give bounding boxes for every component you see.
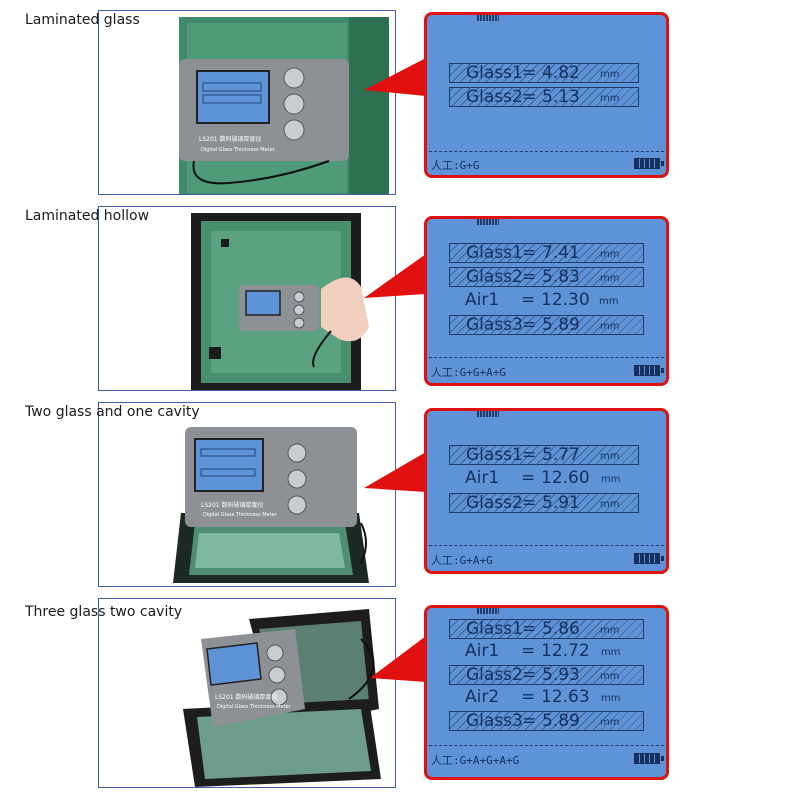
lcd-mode-text: 人工:G+G <box>431 159 480 172</box>
lcd-signal-bar <box>477 15 499 21</box>
device-subtext: Digital Glass Thickness Meter <box>201 147 276 153</box>
device-brand-text: LS201 数码玻璃厚度仪 <box>199 135 262 143</box>
product-photo: LS201 数码玻璃厚度仪 Digital Glass Thickness Me… <box>98 10 396 195</box>
measure-button <box>266 644 284 662</box>
battery-icon <box>634 753 664 764</box>
device-subtext: Digital Glass Thickness Meter <box>217 704 292 710</box>
device-subtext: Digital Glass Thickness Meter <box>203 512 278 518</box>
device-screen <box>196 70 270 124</box>
section-laminated-glass: Laminated glass LS201 数码玻璃厚度仪 Digital Gl… <box>0 0 800 195</box>
measure-button <box>287 443 307 463</box>
device-screen <box>194 438 264 492</box>
lcd-row: Glass3 = 5.89 mm <box>449 711 644 731</box>
lcd-row: Glass2 = 5.13 mm <box>449 87 639 107</box>
switch-button <box>293 304 305 316</box>
lcd-divider <box>429 357 664 359</box>
section-laminated-hollow: Laminated hollow Glass1 = 7.41 mm Gl <box>0 196 800 391</box>
lcd-row: Glass1 = 5.86 mm <box>449 619 644 639</box>
lcd-divider <box>429 545 664 547</box>
section-three-glass-two-cavity: Three glass two cavity LS201 数码玻璃厚度仪 Dig… <box>0 588 800 800</box>
device-strap <box>192 160 330 185</box>
lcd-screen-zoom: Glass1 = 7.41 mm Glass2 = 5.83 mm Air1 =… <box>424 216 669 386</box>
lcd-row: Glass3 = 5.89 mm <box>449 315 644 335</box>
section-label: Two glass and one cavity <box>25 404 200 420</box>
measure-button <box>293 291 305 303</box>
photo-illustration: LS201 数码玻璃厚度仪 Digital Glass Thickness Me… <box>173 427 369 583</box>
product-photo <box>98 206 396 391</box>
lcd-row: Air2 = 12.63 mm <box>465 687 621 707</box>
device-screen <box>206 642 262 686</box>
lcd-signal-bar <box>477 608 499 614</box>
lcd-row: Air1 = 12.30 mm <box>465 290 619 310</box>
lcd-screen-zoom: Glass1 = 5.86 mm Air1 = 12.72 mm Glass2 … <box>424 605 669 780</box>
callout-pointer <box>364 58 426 96</box>
photo-illustration: LS201 数码玻璃厚度仪 Digital Glass Thickness Me… <box>183 609 381 787</box>
lcd-row: Glass2 = 5.91 mm <box>449 493 639 513</box>
device-strap <box>360 522 367 564</box>
lcd-mode-text: 人工:G+A+G <box>431 554 493 567</box>
switch-button <box>268 666 286 684</box>
lcd-row: Glass1 = 5.77 mm <box>449 445 639 465</box>
lcd-row: Glass1 = 7.41 mm <box>449 243 644 263</box>
battery-icon <box>634 553 664 564</box>
callout-pointer <box>364 254 426 298</box>
switch-button <box>287 469 307 489</box>
device-strap <box>348 638 375 700</box>
power-button <box>283 119 305 141</box>
device-screen <box>245 290 281 316</box>
section-label: Three glass two cavity <box>25 604 183 620</box>
callout-pointer <box>370 636 426 682</box>
lcd-row: Glass1 = 4.82 mm <box>449 63 639 83</box>
lcd-row: Glass2 = 5.93 mm <box>449 665 644 685</box>
device-strap <box>312 330 332 368</box>
battery-icon <box>634 158 664 169</box>
lcd-signal-bar <box>477 219 499 225</box>
switch-button <box>283 93 305 115</box>
lcd-divider <box>429 745 664 747</box>
product-photo: LS201 数码玻璃厚度仪 Digital Glass Thickness Me… <box>98 402 396 587</box>
lcd-signal-bar <box>477 411 499 417</box>
photo-illustration <box>191 213 369 390</box>
photo-illustration: LS201 数码玻璃厚度仪 Digital Glass Thickness Me… <box>179 17 389 194</box>
power-button <box>293 317 305 329</box>
section-two-glass-one-cavity: Two glass and one cavity LS201 数码玻璃厚度仪 D… <box>0 392 800 587</box>
lcd-screen-zoom: Glass1 = 4.82 mm Glass2 = 5.13 mm 人工:G+G <box>424 12 669 178</box>
lcd-row: Air1 = 12.72 mm <box>465 641 621 661</box>
lcd-screen-zoom: Glass1 = 5.77 mm Air1 = 12.60 mm Glass2 … <box>424 408 669 574</box>
measure-button <box>283 67 305 89</box>
power-button <box>270 688 288 706</box>
battery-icon <box>634 365 664 376</box>
lcd-divider <box>429 151 664 153</box>
lcd-mode-text: 人工:G+A+G+A+G <box>431 754 520 767</box>
lcd-row: Glass2 = 5.83 mm <box>449 267 644 287</box>
product-photo: LS201 数码玻璃厚度仪 Digital Glass Thickness Me… <box>98 598 396 788</box>
hand <box>321 277 369 342</box>
callout-pointer <box>364 452 426 492</box>
device-brand-text: LS201 数码玻璃厚度仪 <box>215 693 278 701</box>
section-label: Laminated hollow <box>25 208 150 224</box>
power-button <box>287 495 307 515</box>
lcd-row: Air1 = 12.60 mm <box>465 468 621 488</box>
section-label: Laminated glass <box>25 12 140 28</box>
lcd-mode-text: 人工:G+G+A+G <box>431 366 506 379</box>
device-brand-text: LS201 数码玻璃厚度仪 <box>201 501 264 509</box>
